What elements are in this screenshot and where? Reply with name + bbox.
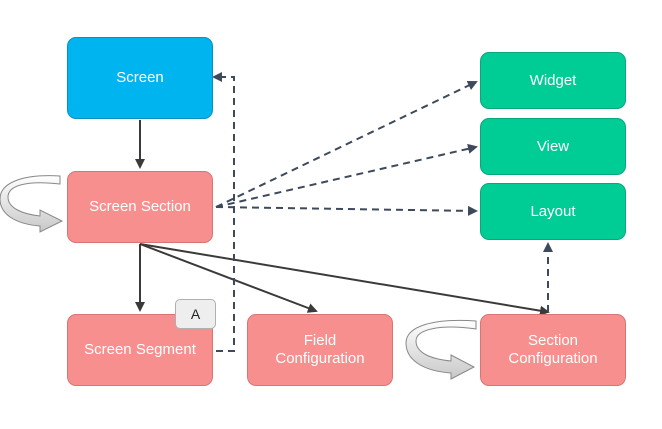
self-loop-icon-screen-section: [0, 175, 64, 233]
dashed-arrow-section-to-layout: [215, 205, 478, 216]
dashed-arrow-section-to-widget: [215, 80, 478, 208]
node-screen[interactable]: Screen: [67, 37, 213, 119]
arrow-section-to-field-configuration: [139, 243, 318, 313]
dashed-arrow-segment-to-screen: [212, 72, 235, 352]
node-section-configuration[interactable]: Section Configuration: [480, 314, 626, 386]
node-view[interactable]: View: [480, 118, 626, 175]
badge-a: A: [175, 299, 216, 329]
node-layout[interactable]: Layout: [480, 183, 626, 240]
node-field-configuration[interactable]: Field Configuration: [247, 314, 393, 386]
dashed-arrow-section-to-view: [215, 143, 478, 208]
node-widget[interactable]: Widget: [480, 52, 626, 109]
node-screen-section[interactable]: Screen Section: [67, 171, 213, 243]
arrow-section-to-section-configuration: [139, 243, 550, 316]
self-loop-icon-section-configuration: [405, 319, 477, 380]
